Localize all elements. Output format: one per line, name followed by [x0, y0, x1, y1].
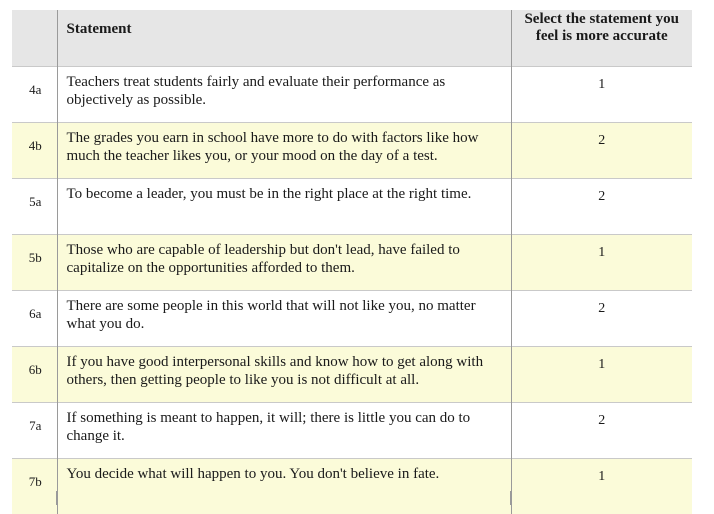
row-id: 7b	[12, 458, 58, 514]
row-id: 5b	[12, 234, 58, 290]
row-selection[interactable]: 1	[598, 468, 606, 484]
row-selection[interactable]: 1	[598, 76, 606, 92]
row-statement: There are some people in this world that…	[57, 290, 512, 346]
row-statement: Those who are capable of leadership but …	[57, 234, 512, 290]
row-selection[interactable]: 2	[598, 132, 606, 148]
row-statement: The grades you earn in school have more …	[57, 122, 512, 178]
row-statement: To become a leader, you must be in the r…	[57, 178, 512, 234]
row-statement: If something is meant to happen, it will…	[57, 402, 512, 458]
table-row: 5a To become a leader, you must be in th…	[12, 178, 692, 234]
row-id: 7a	[12, 402, 58, 458]
header-statement: Statement	[57, 10, 512, 66]
row-statement: If you have good interpersonal skills an…	[57, 346, 512, 402]
row-selection[interactable]: 1	[598, 244, 606, 260]
column-divider-right	[510, 491, 511, 505]
row-selection[interactable]: 1	[598, 356, 606, 372]
row-id: 4a	[12, 66, 58, 122]
table-row: 6b If you have good interpersonal skills…	[12, 346, 692, 402]
table-row: 4b The grades you earn in school have mo…	[12, 122, 692, 178]
statements-table: Statement Select the statement you feel …	[12, 10, 692, 514]
table-header-row: Statement Select the statement you feel …	[12, 10, 692, 66]
table-row: 4a Teachers treat students fairly and ev…	[12, 66, 692, 122]
row-statement: Teachers treat students fairly and evalu…	[57, 66, 512, 122]
row-id: 6a	[12, 290, 58, 346]
header-selection: Select the statement you feel is more ac…	[524, 11, 680, 44]
table-row: 5b Those who are capable of leadership b…	[12, 234, 692, 290]
row-selection[interactable]: 2	[598, 300, 606, 316]
row-selection[interactable]: 2	[598, 412, 606, 428]
row-selection[interactable]: 2	[598, 188, 606, 204]
table-row: 7b You decide what will happen to you. Y…	[12, 458, 692, 514]
column-divider-left	[56, 491, 57, 505]
row-statement: You decide what will happen to you. You …	[57, 458, 512, 514]
row-id: 5a	[12, 178, 58, 234]
table-row: 6a There are some people in this world t…	[12, 290, 692, 346]
table-row: 7a If something is meant to happen, it w…	[12, 402, 692, 458]
row-id: 6b	[12, 346, 58, 402]
header-id	[12, 10, 58, 66]
row-id: 4b	[12, 122, 58, 178]
